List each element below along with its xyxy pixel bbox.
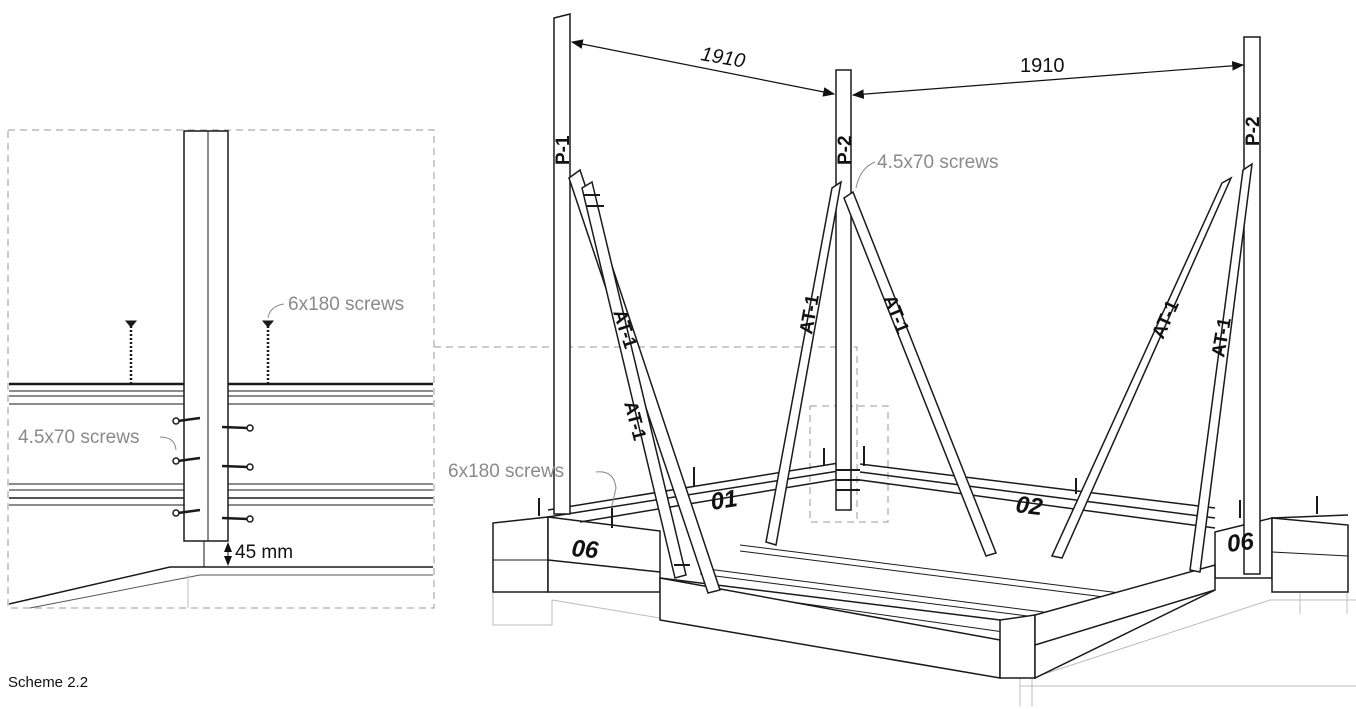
brace-label-c: AT-1	[796, 293, 824, 336]
detail-leader-4570	[159, 436, 177, 451]
detail-inset: 6x180 screws 4.5x70 screws 45 mm	[7, 129, 435, 609]
leader-4570-main	[855, 161, 876, 189]
dimension-label-right: 1910	[1020, 55, 1065, 77]
detail-floor	[8, 566, 433, 609]
scheme-caption: Scheme 2.2	[8, 674, 88, 691]
board-label-01: 01	[709, 485, 740, 516]
detail-frame	[7, 129, 435, 609]
post-label-p1: P-1	[553, 135, 574, 165]
back-beam-right	[859, 463, 1216, 529]
brace-right-inner	[1189, 162, 1253, 573]
post-middle	[835, 69, 852, 511]
post-label-p2-middle: P-2	[835, 135, 856, 165]
label-4570-main: 4.5x70 screws	[877, 152, 998, 173]
board-label-06-right: 06	[1225, 528, 1255, 558]
braces	[568, 162, 1253, 594]
detail-horizontal-screws	[172, 416, 254, 523]
board-label-06-left: 06	[570, 535, 600, 564]
main-assembly: 1910 1910 P-1 P-2 P-2 AT-1 AT-1 AT-1 AT-…	[448, 13, 1356, 706]
detail-label-45mm: 45 mm	[235, 542, 293, 563]
front-beam	[659, 564, 1216, 680]
dimension-line-right	[851, 61, 1245, 99]
detail-leader-6x180	[267, 303, 285, 319]
label-6x180-main: 6x180 screws	[448, 461, 564, 482]
board-label-02: 02	[1014, 491, 1044, 521]
brace-right-outer	[1050, 176, 1233, 559]
leader-6x180-main	[595, 471, 617, 507]
post-label-p2-right: P-2	[1243, 116, 1264, 146]
brace-label-f: AT-1	[1208, 316, 1236, 359]
detail-vertical-screws	[124, 320, 275, 384]
beam-screws	[538, 446, 1318, 528]
brace-left-inner	[581, 180, 687, 579]
dimension-line-left	[570, 39, 836, 97]
detail-label-6x180: 6x180 screws	[288, 294, 404, 315]
brace-label-a: AT-1	[608, 307, 640, 352]
brace-label-d: AT-1	[878, 292, 913, 337]
detail-post	[183, 130, 229, 542]
brace-mid-right	[843, 190, 997, 557]
back-beam-left	[547, 461, 846, 523]
ghost-foundation	[492, 592, 1356, 706]
detail-label-4570: 4.5x70 screws	[18, 427, 139, 448]
post-left	[553, 13, 571, 515]
brace-label-e: AT-1	[1148, 297, 1184, 342]
corner-block-left	[492, 516, 661, 593]
brace-screws	[583, 194, 860, 566]
brace-mid-left	[765, 180, 843, 546]
